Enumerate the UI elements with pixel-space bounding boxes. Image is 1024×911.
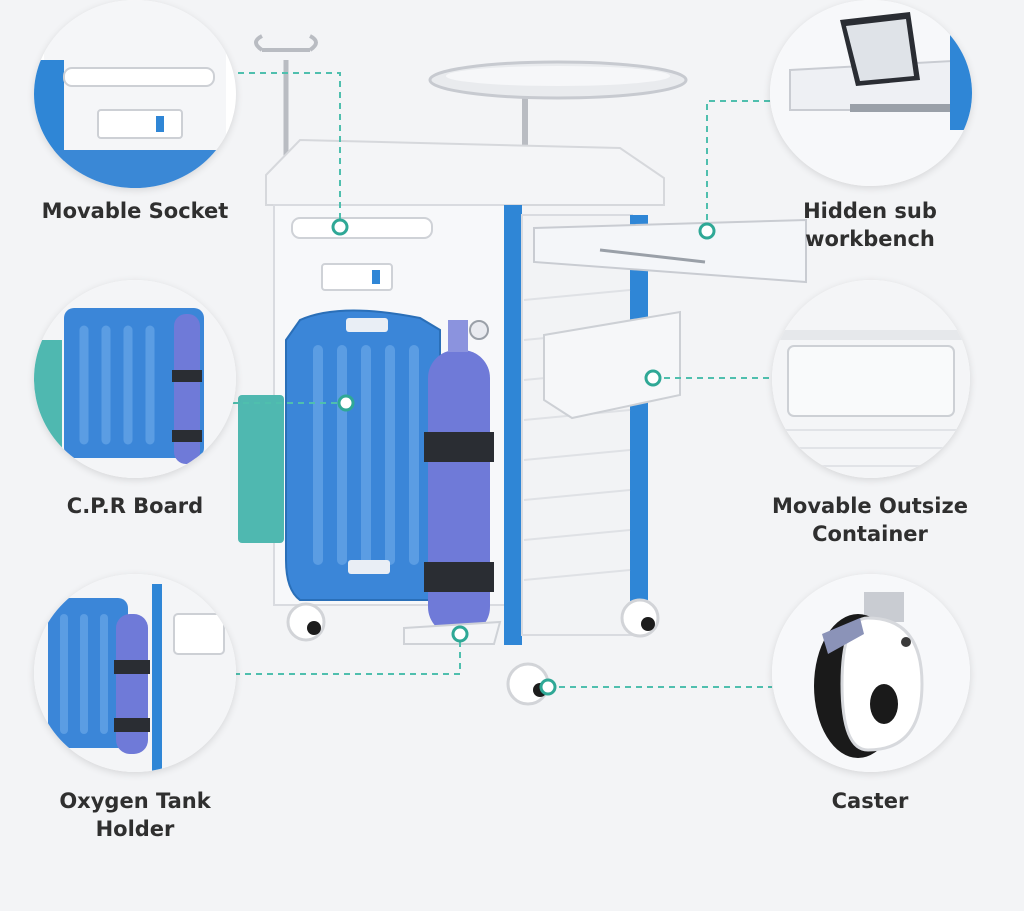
oxygen-tank-icon [34, 574, 236, 772]
top-tray-icon [428, 60, 688, 178]
caster-text: Caster [831, 789, 909, 813]
hidden-sub-workbench-label: Hidden sub workbench [760, 197, 980, 253]
movable-outsize-container-text-1: Movable Outsize [772, 494, 968, 518]
movable-outsize-container-text-2: Container [812, 522, 928, 546]
cpr-board-detail-circle [34, 280, 236, 478]
movable-socket-text: Movable Socket [41, 199, 229, 223]
hidden-sub-workbench-text-1: Hidden sub [803, 199, 937, 223]
container-icon [772, 280, 970, 478]
iv-pole-icon [254, 34, 318, 160]
side-power-strip-icon [291, 217, 433, 291]
caster-detail-circle [772, 574, 970, 772]
hidden-workbench-detail-circle [770, 0, 972, 186]
movable-outsize-container-label: Movable Outsize Container [755, 492, 985, 548]
oxygen-tank-main-icon [424, 320, 494, 635]
movable-socket-detail-circle [34, 0, 236, 188]
oxygen-tank-holder-text-1: Oxygen Tank [59, 789, 211, 813]
cpr-board-icon [34, 280, 236, 478]
caster-wheel-icon [772, 574, 970, 772]
oxygen-tank-detail-circle [34, 574, 236, 772]
power-strip-icon [34, 0, 236, 188]
cpr-board-main-icon [285, 309, 441, 601]
oxygen-tank-holder-label: Oxygen Tank Holder [26, 787, 244, 843]
cpr-board-text: C.P.R Board [66, 494, 204, 518]
caster-label: Caster [760, 787, 980, 815]
cpr-board-label: C.P.R Board [26, 492, 244, 520]
movable-socket-label: Movable Socket [26, 197, 244, 225]
hidden-sub-workbench-text-2: workbench [805, 227, 935, 251]
outsize-container-detail-circle [772, 280, 970, 478]
oxygen-tank-holder-text-2: Holder [95, 817, 175, 841]
tablet-icon [770, 0, 972, 186]
leader-lines [232, 72, 772, 696]
